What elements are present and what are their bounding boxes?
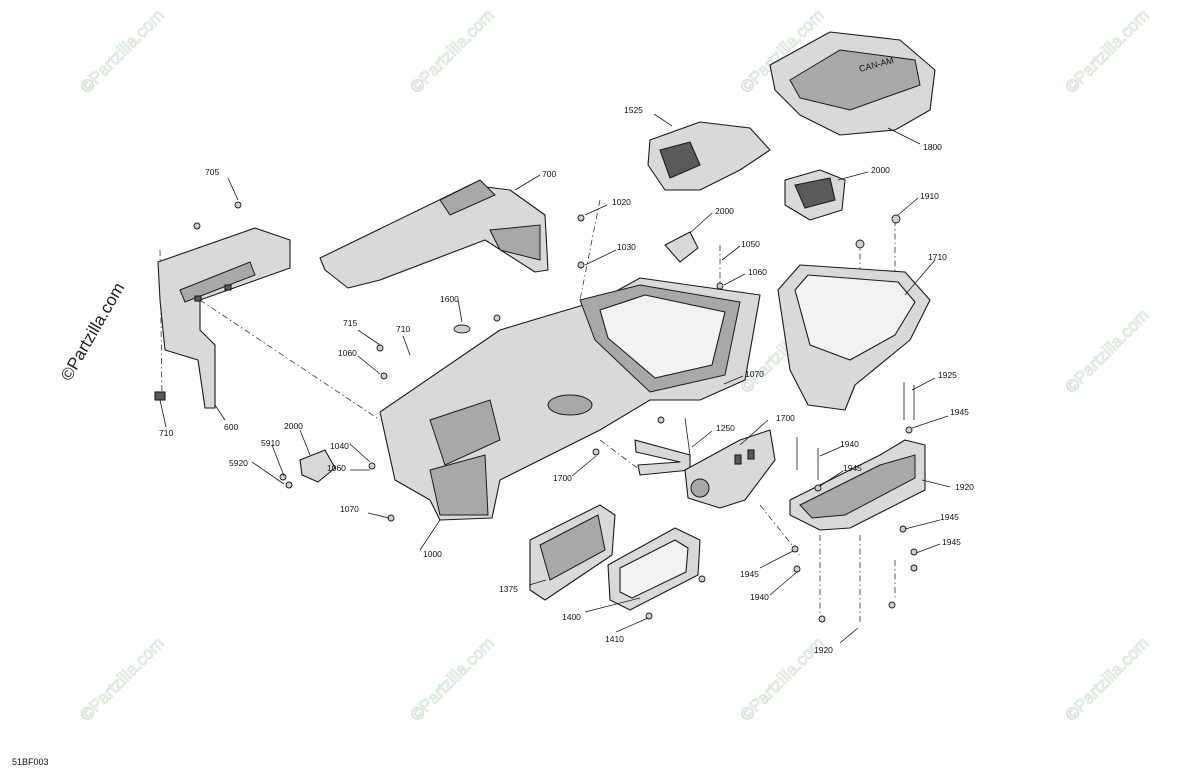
watermark: ©Partzilla.com: [1062, 6, 1153, 97]
callout-1945[interactable]: 1945: [950, 407, 969, 417]
callout-1375[interactable]: 1410: [605, 634, 624, 644]
watermark: ©Partzilla.com: [1062, 634, 1153, 725]
callout-1920[interactable]: 1925: [938, 370, 957, 380]
callout-1940[interactable]: 1940: [750, 592, 769, 602]
callout-715[interactable]: 715: [343, 318, 357, 328]
callout-1945[interactable]: 1945: [843, 463, 862, 473]
part-1800-bumper: [789, 439, 926, 531]
callout-leaders: [159, 113, 951, 644]
part-1600-storage-bin: [777, 264, 931, 411]
callout-1400[interactable]: 1525: [624, 105, 643, 115]
part-1200-glovebox: [529, 504, 616, 601]
part-2000-latches: [299, 169, 846, 483]
callout-1600[interactable]: 1710: [928, 252, 947, 262]
part-1100-bracket: [634, 417, 691, 476]
callout-1030[interactable]: 1030: [617, 242, 636, 252]
callout-2000[interactable]: 2000: [715, 206, 734, 216]
callout-1070[interactable]: 1070: [340, 504, 359, 514]
callout-1800[interactable]: 1920: [955, 482, 974, 492]
callout-labels: 705 700 600 710 710 715 1060 1600 1020 1…: [159, 105, 974, 655]
callout-1060[interactable]: 1060: [338, 348, 357, 358]
callout-1250[interactable]: 1400: [562, 612, 581, 622]
callout-1945[interactable]: 1945: [940, 512, 959, 522]
part-600-bracket: [154, 227, 291, 409]
watermark-dark: ©Partzilla.com: [57, 279, 128, 384]
callout-1020[interactable]: 1020: [612, 197, 631, 207]
callout-1100[interactable]: 1250: [716, 423, 735, 433]
fasteners: [193, 201, 918, 623]
callout-1060[interactable]: 1060: [748, 267, 767, 277]
callout-5910[interactable]: 5910: [261, 438, 280, 448]
callout-700[interactable]: 700: [542, 169, 556, 179]
part-1000-main-frame: [379, 277, 761, 521]
watermark: ©Partzilla.com: [1062, 306, 1153, 397]
watermark: ©Partzilla.com: [77, 6, 168, 97]
callout-1940[interactable]: 1945: [942, 537, 961, 547]
callout-1060[interactable]: 1060: [327, 463, 346, 473]
callout-1410[interactable]: 1600: [440, 294, 459, 304]
watermark: ©Partzilla.com: [407, 634, 498, 725]
callout-1070[interactable]: 1070: [745, 369, 764, 379]
callout-1200[interactable]: 1375: [499, 584, 518, 594]
callout-705[interactable]: 705: [205, 167, 219, 177]
callout-1000[interactable]: 1000: [423, 549, 442, 559]
callout-1050[interactable]: 1050: [741, 239, 760, 249]
part-1250-door: [607, 527, 701, 611]
callout-1710[interactable]: 1910: [920, 191, 939, 201]
drawing-code: 51BF003: [12, 757, 49, 767]
callout-2000[interactable]: 2000: [284, 421, 303, 431]
watermark: ©Partzilla.com: [77, 634, 168, 725]
callout-710[interactable]: 710: [396, 324, 410, 334]
callout-1525[interactable]: 1700: [553, 473, 572, 483]
callout-1925[interactable]: 1940: [840, 439, 859, 449]
callout-710[interactable]: 710: [159, 428, 173, 438]
callout-1945[interactable]: 1945: [740, 569, 759, 579]
part-1500-switch-panel: [684, 429, 776, 509]
callout-5920[interactable]: 5920: [229, 458, 248, 468]
callout-1040[interactable]: 1040: [330, 441, 349, 451]
callout-1700[interactable]: 1800: [923, 142, 942, 152]
callout-1910[interactable]: 1920: [814, 645, 833, 655]
callout-1500[interactable]: 1700: [776, 413, 795, 423]
callout-600[interactable]: 600: [224, 422, 238, 432]
watermark: ©Partzilla.com: [407, 6, 498, 97]
part-1400-console-cover: [647, 121, 771, 191]
callout-2000[interactable]: 2000: [871, 165, 890, 175]
part-1700-storage-lid: CAN-AM: [769, 31, 936, 136]
part-700-duct: [319, 179, 549, 289]
